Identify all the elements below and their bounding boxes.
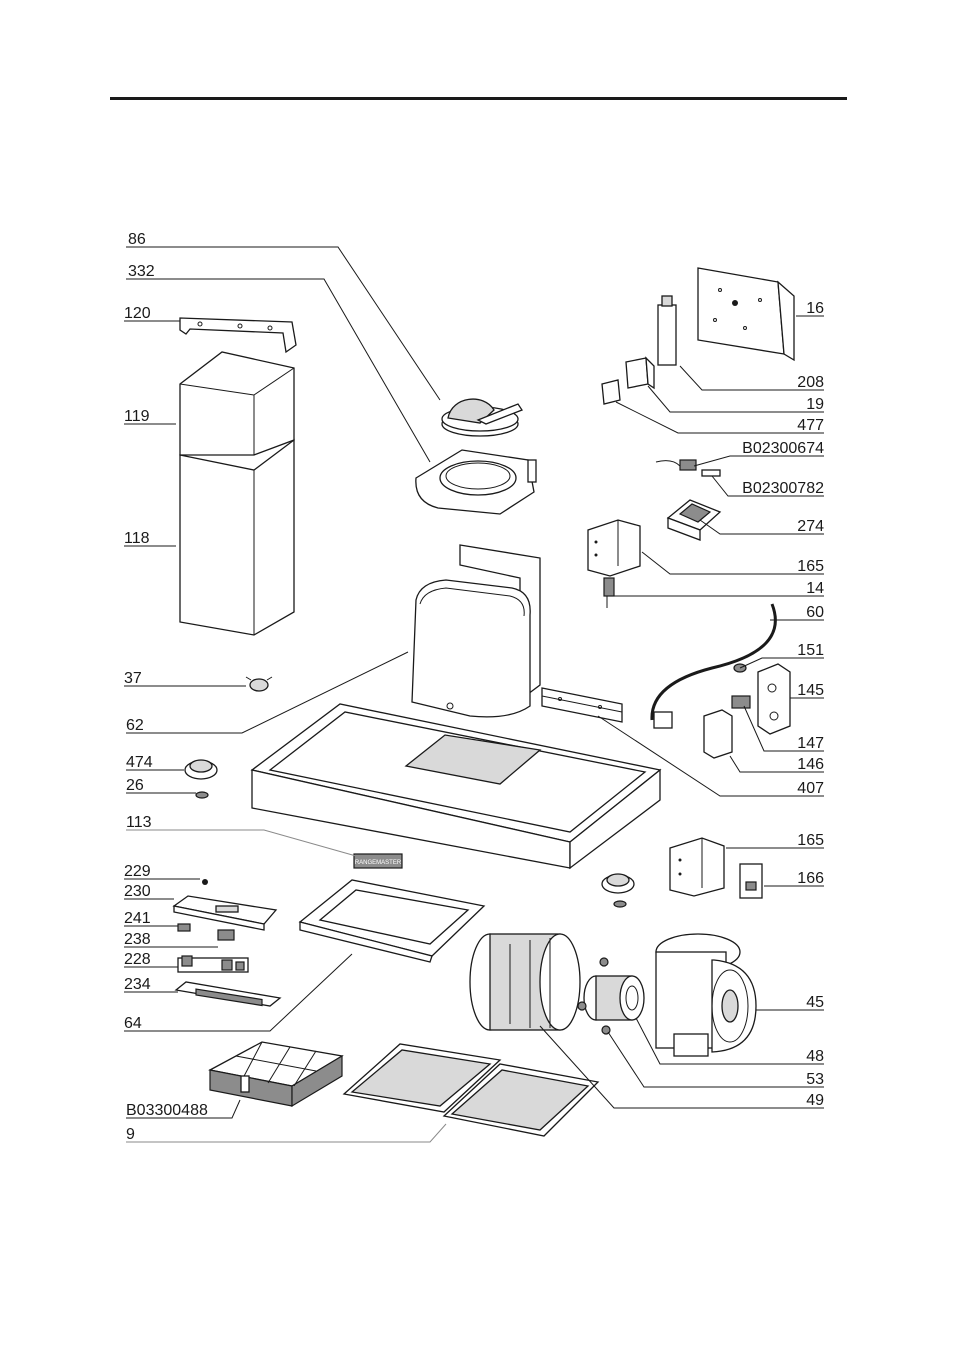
part-474-knob — [184, 759, 218, 780]
brand-plate-text: RANGEMASTER — [355, 860, 402, 866]
part-146-switch-box — [703, 709, 733, 759]
label-49: 49 — [806, 1092, 824, 1109]
label-26: 26 — [126, 777, 144, 794]
part-62-inner-box — [411, 544, 541, 718]
part-B03300488-carbon-filter — [208, 1041, 344, 1108]
label-234: 234 — [124, 976, 151, 993]
label-86: 86 — [128, 231, 146, 248]
label-118: 118 — [124, 530, 150, 547]
part-407-bracket — [541, 687, 623, 723]
part-477-clip — [601, 379, 621, 405]
label-62: 62 — [126, 717, 144, 734]
part-labels: 86 332 120 119 118 37 62 474 26 113 229 … — [124, 231, 824, 1143]
part-228-switch-block — [177, 955, 249, 973]
label-274: 274 — [797, 518, 824, 535]
part-16-mounting-plate — [697, 267, 795, 362]
label-477: 477 — [797, 417, 824, 434]
label-146: 146 — [797, 756, 824, 773]
label-165-lower: 165 — [797, 832, 824, 849]
label-145: 145 — [797, 682, 824, 699]
label-165-upper: 165 — [797, 558, 824, 575]
part-165-terminal-housing-lower — [669, 837, 725, 897]
part-145-bracket — [757, 663, 791, 735]
part-229-led — [202, 879, 208, 885]
part-113-brand-plate: RANGEMASTER — [353, 853, 403, 869]
part-332-spigot-plate — [415, 449, 537, 515]
part-60-power-cord — [650, 603, 777, 729]
part-37-clip — [245, 676, 273, 692]
label-48: 48 — [806, 1048, 824, 1065]
part-241-clip — [177, 923, 191, 932]
part-B02300674-lamp-cable — [655, 459, 697, 471]
part-19-bracket — [625, 356, 655, 390]
label-166: 166 — [797, 870, 824, 887]
label-45: 45 — [806, 994, 824, 1011]
label-208: 208 — [797, 374, 824, 391]
label-B02300782: B02300782 — [742, 480, 824, 497]
label-119: 119 — [124, 408, 150, 425]
part-474-knob-secondary — [601, 873, 635, 908]
part-hood-body — [250, 703, 662, 870]
label-113: 113 — [126, 814, 152, 831]
label-332: 332 — [128, 263, 155, 280]
part-274-lamp-holder — [666, 499, 722, 541]
label-64: 64 — [124, 1015, 142, 1032]
label-B02300674: B02300674 — [742, 440, 824, 457]
part-120-bracket — [179, 317, 297, 354]
label-9: 9 — [126, 1126, 135, 1143]
part-48-motor — [583, 975, 645, 1021]
part-14-capacitor — [603, 577, 615, 608]
part-238-switch — [217, 929, 235, 941]
part-45-fan-housing — [655, 933, 757, 1057]
part-64-frame — [298, 879, 486, 963]
label-14: 14 — [806, 580, 824, 597]
label-230: 230 — [124, 883, 151, 900]
part-26-screw — [195, 791, 209, 799]
label-474: 474 — [126, 754, 153, 771]
part-86-backdraft-flap — [441, 398, 523, 437]
label-228: 228 — [124, 951, 151, 968]
label-241: 241 — [124, 910, 151, 927]
label-19: 19 — [806, 396, 824, 413]
label-151: 151 — [797, 642, 824, 659]
part-147-terminal — [731, 695, 751, 709]
part-234-switch-cover — [174, 981, 282, 1007]
part-166-panel — [739, 863, 763, 899]
label-407: 407 — [797, 780, 824, 797]
label-229: 229 — [124, 863, 151, 880]
part-208-capacitor-housing — [657, 295, 677, 366]
part-230-control-panel — [172, 895, 278, 931]
leader-lines — [124, 246, 824, 1143]
label-60: 60 — [806, 604, 824, 621]
part-53-nuts — [577, 957, 611, 1035]
part-118-lower-chimney — [179, 438, 295, 636]
top-rule — [110, 97, 847, 100]
part-165-terminal-housing-upper — [587, 519, 641, 577]
part-9-grease-filters — [342, 1043, 600, 1137]
label-53: 53 — [806, 1071, 824, 1088]
label-238: 238 — [124, 931, 151, 948]
label-147: 147 — [797, 735, 824, 752]
part-B02300782-lamp — [701, 469, 721, 477]
part-49-impeller — [469, 933, 581, 1031]
label-37: 37 — [124, 670, 142, 687]
part-119-upper-chimney — [179, 351, 295, 456]
label-16: 16 — [806, 300, 824, 317]
label-120: 120 — [124, 305, 151, 322]
label-B03300488: B03300488 — [126, 1102, 208, 1119]
